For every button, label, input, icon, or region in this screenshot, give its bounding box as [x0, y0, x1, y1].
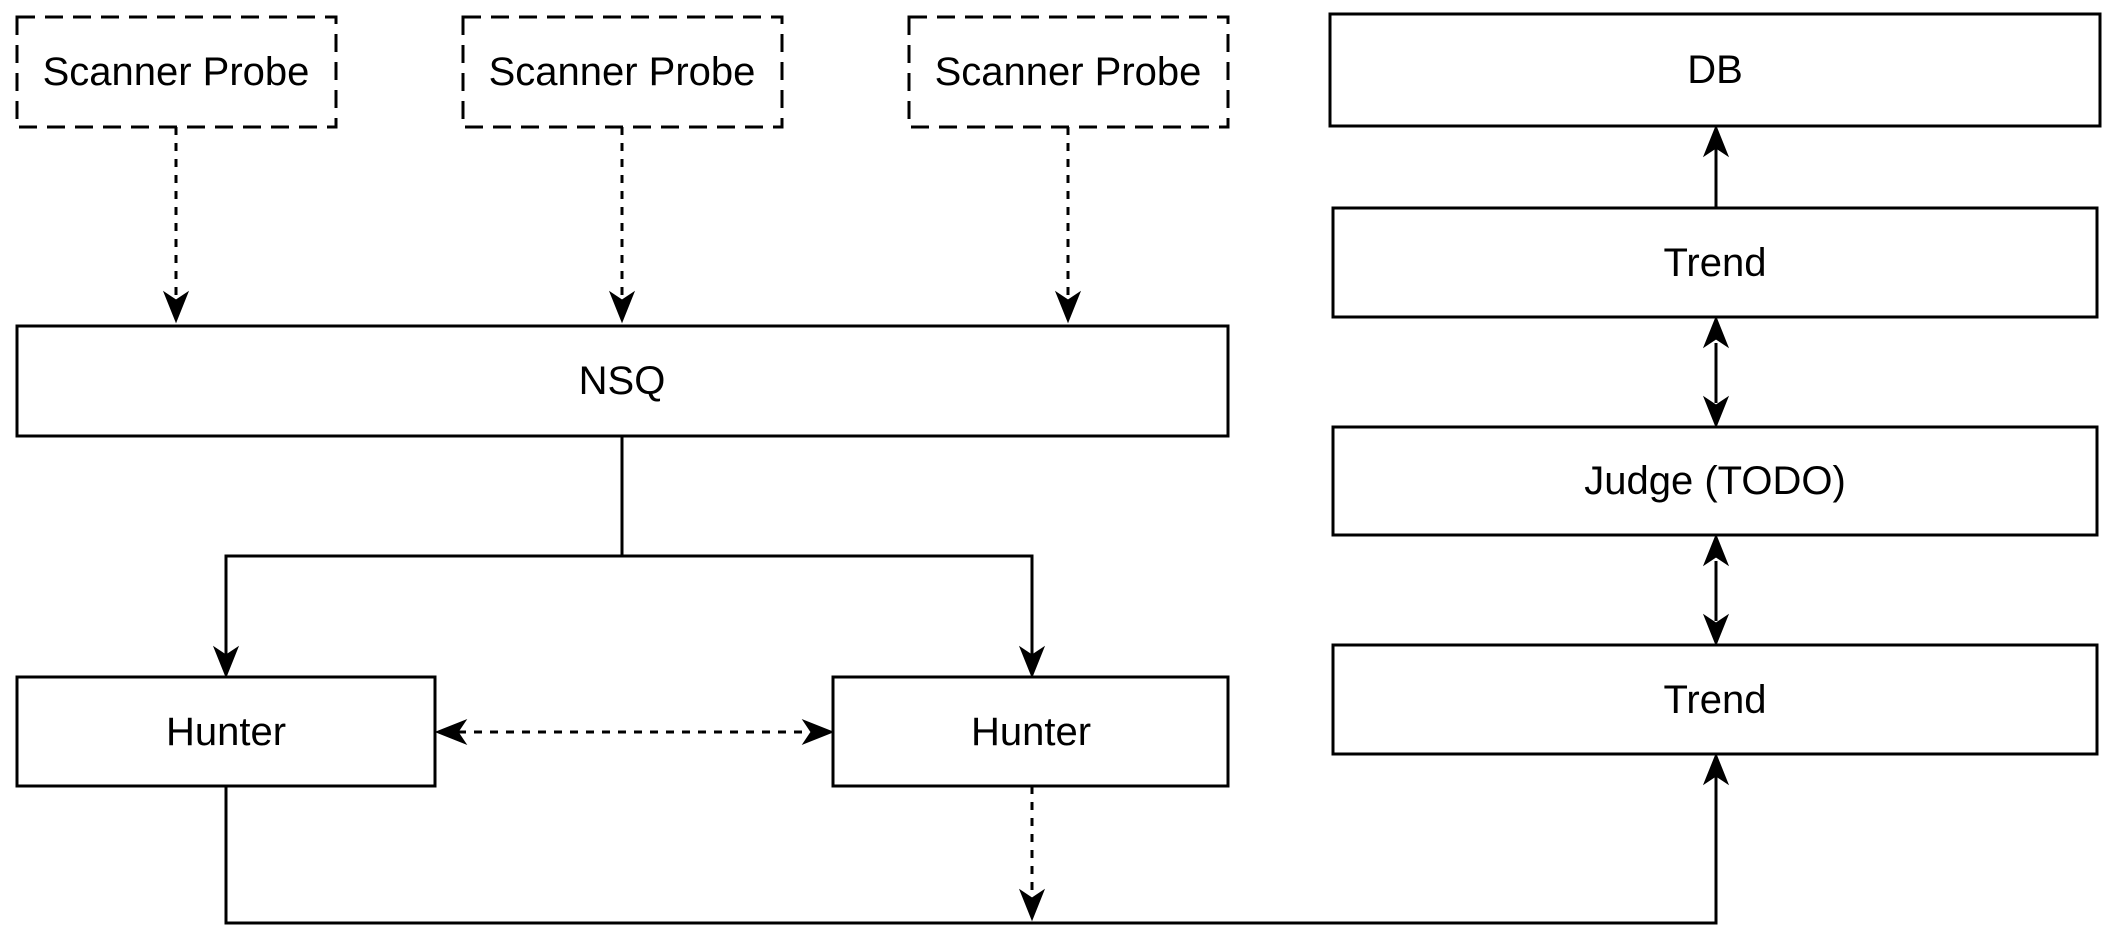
node-label: NSQ	[579, 359, 666, 403]
arrowhead-up-icon	[1702, 315, 1730, 349]
arrowhead-down-icon	[212, 645, 240, 679]
node-nsq[interactable]: NSQ	[15, 324, 1230, 438]
arrowhead-down-icon	[1702, 395, 1730, 429]
edge-probe-2-to-nsq	[608, 127, 636, 324]
edge-hunter-to-hunter	[434, 718, 835, 746]
nodes: Scanner Probe Scanner Probe Scanner Prob…	[15, 12, 2102, 788]
node-scanner-probe-3[interactable]: Scanner Probe	[907, 15, 1230, 129]
arrowhead-down-icon	[162, 290, 190, 324]
edges	[162, 124, 1730, 925]
arrowhead-right-icon	[801, 718, 835, 746]
node-label: DB	[1687, 48, 1743, 92]
node-label: Scanner Probe	[935, 50, 1202, 94]
edge-hunter-to-line	[1018, 786, 1046, 922]
edge-trend-judge	[1702, 533, 1730, 647]
arrowhead-down-icon	[1702, 613, 1730, 647]
edge-nsq-to-hunters	[212, 436, 1046, 679]
node-label: Trend	[1663, 678, 1766, 722]
arrowhead-left-icon	[434, 718, 468, 746]
node-label: Scanner Probe	[43, 50, 310, 94]
node-label: Scanner Probe	[489, 50, 756, 94]
node-scanner-probe-2[interactable]: Scanner Probe	[461, 15, 784, 129]
node-hunter-left[interactable]: Hunter	[15, 675, 437, 788]
node-scanner-probe-1[interactable]: Scanner Probe	[15, 15, 338, 129]
arrowhead-down-icon	[1054, 290, 1082, 324]
arrowhead-down-icon	[608, 290, 636, 324]
edge-judge-trend	[1702, 315, 1730, 429]
edge-probe-3-to-nsq	[1054, 127, 1082, 324]
edge-probe-1-to-nsq	[162, 127, 190, 324]
node-trend-bottom[interactable]: Trend	[1331, 643, 2099, 756]
arrowhead-up-icon	[1702, 124, 1730, 158]
node-judge[interactable]: Judge (TODO)	[1331, 425, 2099, 537]
arrowhead-down-icon	[1018, 645, 1046, 679]
edge-hunter-to-trend	[224, 752, 1730, 925]
node-label: Trend	[1663, 241, 1766, 285]
node-db[interactable]: DB	[1328, 12, 2102, 128]
node-label: Judge (TODO)	[1584, 459, 1846, 503]
edge-trend-to-db	[1702, 124, 1730, 208]
arrowhead-up-icon	[1702, 752, 1730, 786]
arrowhead-up-icon	[1702, 533, 1730, 567]
arrowhead-down-icon	[1018, 888, 1046, 922]
node-hunter-right[interactable]: Hunter	[831, 675, 1230, 788]
node-trend-top[interactable]: Trend	[1331, 206, 2099, 319]
node-label: Hunter	[971, 710, 1091, 754]
node-label: Hunter	[166, 710, 286, 754]
